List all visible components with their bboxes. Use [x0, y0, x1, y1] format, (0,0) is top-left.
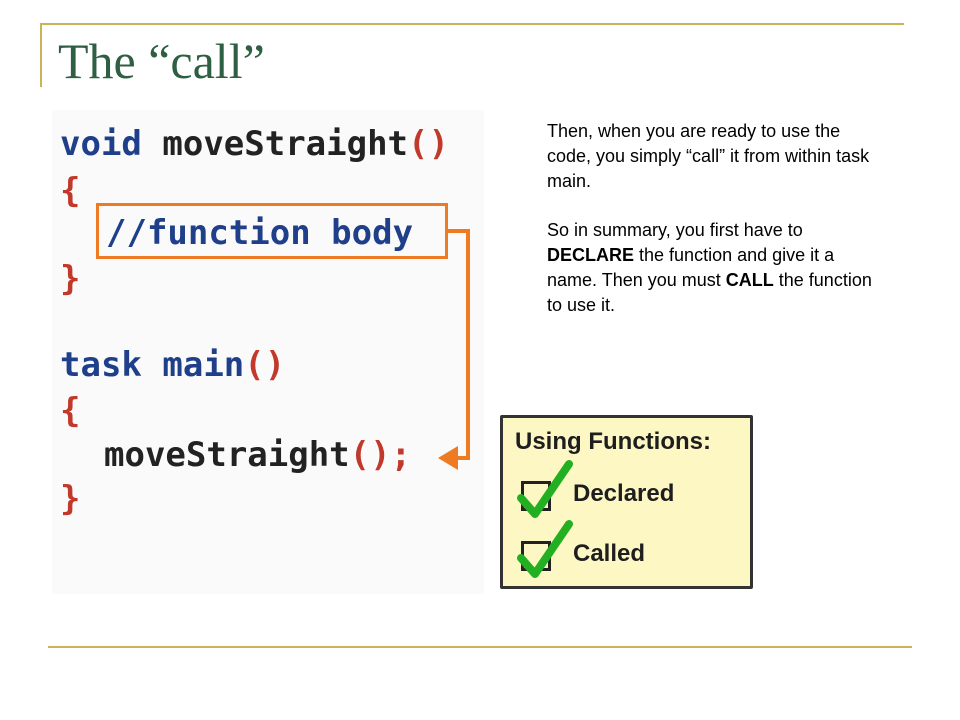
code-line-call: moveStraight(); — [104, 438, 411, 472]
code-line-declaration: void moveStraight() — [60, 127, 449, 161]
description-paragraph-2: So in summary, you first have to DECLARE… — [547, 220, 872, 315]
function-body-highlight — [96, 203, 448, 259]
code-open-brace: { — [60, 171, 81, 211]
declare-emphasis: DECLARE — [547, 245, 635, 265]
parens: () — [244, 345, 286, 385]
slide-title: The “call” — [58, 33, 265, 89]
frame-top-line — [40, 23, 904, 25]
using-functions-checklist: Using Functions: Declared Called — [500, 415, 753, 589]
checkmark-icon — [517, 520, 573, 578]
function-name: moveStraight — [162, 124, 409, 164]
checklist-label: Called — [573, 540, 646, 567]
call-emphasis: CALL — [725, 270, 774, 290]
code-comment: //function body — [106, 213, 414, 253]
description: Then, when you are ready to use the code… — [547, 119, 877, 342]
parens: () — [408, 124, 449, 164]
keyword-task: task — [60, 345, 142, 385]
description-paragraph-1: Then, when you are ready to use the code… — [547, 121, 870, 191]
checklist-title: Using Functions: — [515, 428, 711, 455]
call-function-name: moveStraight — [104, 435, 350, 475]
call-parens: (); — [349, 435, 412, 475]
code-close-brace-2: } — [60, 479, 81, 519]
main-name: main — [162, 345, 245, 385]
code-line-task-main: task main() — [60, 348, 285, 382]
keyword-void: void — [60, 124, 142, 164]
code-open-brace-2: { — [60, 391, 81, 431]
frame-bottom-line — [48, 646, 912, 648]
code-close-brace: } — [60, 259, 81, 299]
code-panel — [52, 110, 484, 594]
frame-left-line — [40, 23, 42, 87]
checkmark-icon — [517, 460, 573, 518]
checklist-item-called: Called — [517, 520, 741, 580]
checklist-label: Declared — [573, 480, 675, 507]
checklist-item-declared: Declared — [517, 460, 741, 520]
